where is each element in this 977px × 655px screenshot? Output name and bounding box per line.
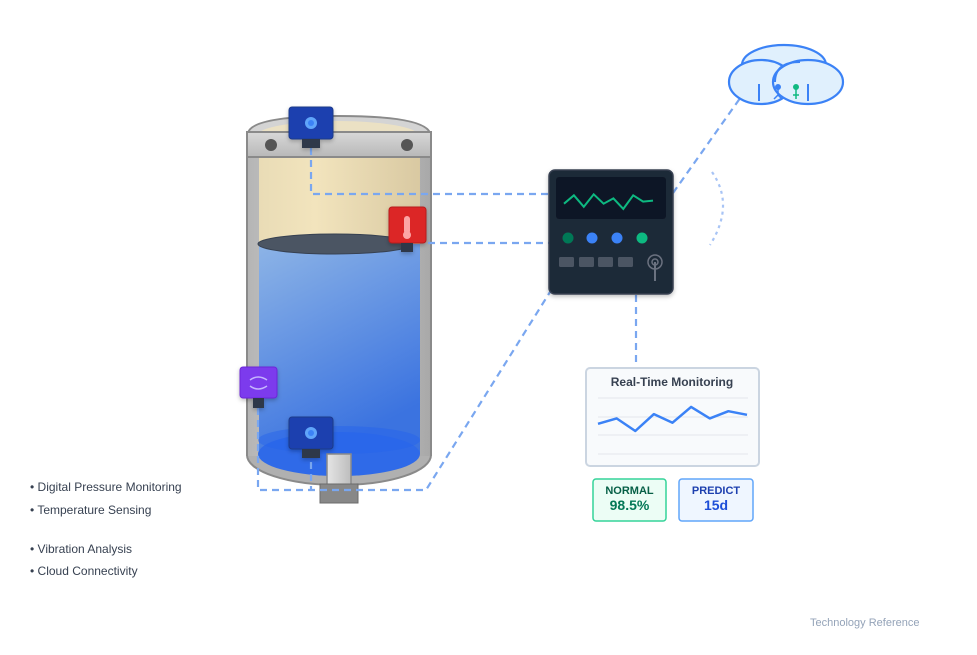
- controller-button[interactable]: [559, 257, 574, 267]
- feature-item: • Digital Pressure Monitoring: [30, 480, 182, 494]
- feature-item: • Temperature Sensing: [30, 503, 152, 517]
- bolt: [401, 139, 413, 151]
- status-led-icon: [586, 232, 598, 244]
- status-badge-normal-value: 98.5%: [610, 497, 650, 513]
- controller-unit[interactable]: [548, 169, 674, 295]
- temperature-sensor[interactable]: [388, 206, 427, 252]
- monitoring-trend-line: [597, 405, 748, 433]
- monitoring-panel-title: Real-Time Monitoring: [611, 375, 733, 389]
- outlet-valve: [326, 453, 352, 489]
- cloud-service[interactable]: [727, 43, 845, 106]
- controller-button[interactable]: [579, 257, 594, 267]
- health-node-icon: [793, 84, 799, 99]
- pressure-sensor-top[interactable]: [288, 106, 334, 148]
- tank-flange: [246, 131, 432, 158]
- antenna-icon: [647, 254, 663, 281]
- monitoring-panel: Real-Time Monitoring: [585, 367, 760, 467]
- status-badge-normal-label: NORMAL: [605, 485, 654, 497]
- controller-button[interactable]: [598, 257, 613, 267]
- status-badge-predict-value: 15d: [704, 497, 728, 513]
- feature-item: • Cloud Connectivity: [30, 564, 138, 578]
- feature-item: • Vibration Analysis: [30, 542, 133, 556]
- status-badge-normal: NORMAL 98.5%: [592, 478, 667, 522]
- connection-pressure-top: [309, 148, 550, 196]
- outlet-pipe: [319, 483, 359, 504]
- network-node-icon: [773, 84, 783, 100]
- connection-bottom: [256, 291, 551, 492]
- vibration-sensor[interactable]: [239, 366, 278, 408]
- footer-caption: Technology Reference: [810, 617, 920, 629]
- controller-waveform: [563, 192, 654, 211]
- vibration-icon: [249, 376, 268, 390]
- wireless-arc: [709, 171, 725, 246]
- panel-gridlines: [598, 397, 748, 455]
- status-led-icon: [611, 232, 623, 244]
- status-led-icon: [636, 232, 648, 244]
- bolt: [265, 139, 277, 151]
- thermometer-icon: [403, 216, 411, 239]
- storage-tank: [246, 114, 432, 504]
- status-badge-predict: PREDICT 15d: [678, 478, 754, 522]
- controller-button[interactable]: [618, 257, 633, 267]
- pressure-sensor-bottom[interactable]: [288, 416, 334, 458]
- tank-liquid: [259, 244, 420, 454]
- controller-screen: [556, 177, 666, 219]
- status-led-icon: [562, 232, 574, 244]
- status-badge-predict-label: PREDICT: [692, 485, 741, 497]
